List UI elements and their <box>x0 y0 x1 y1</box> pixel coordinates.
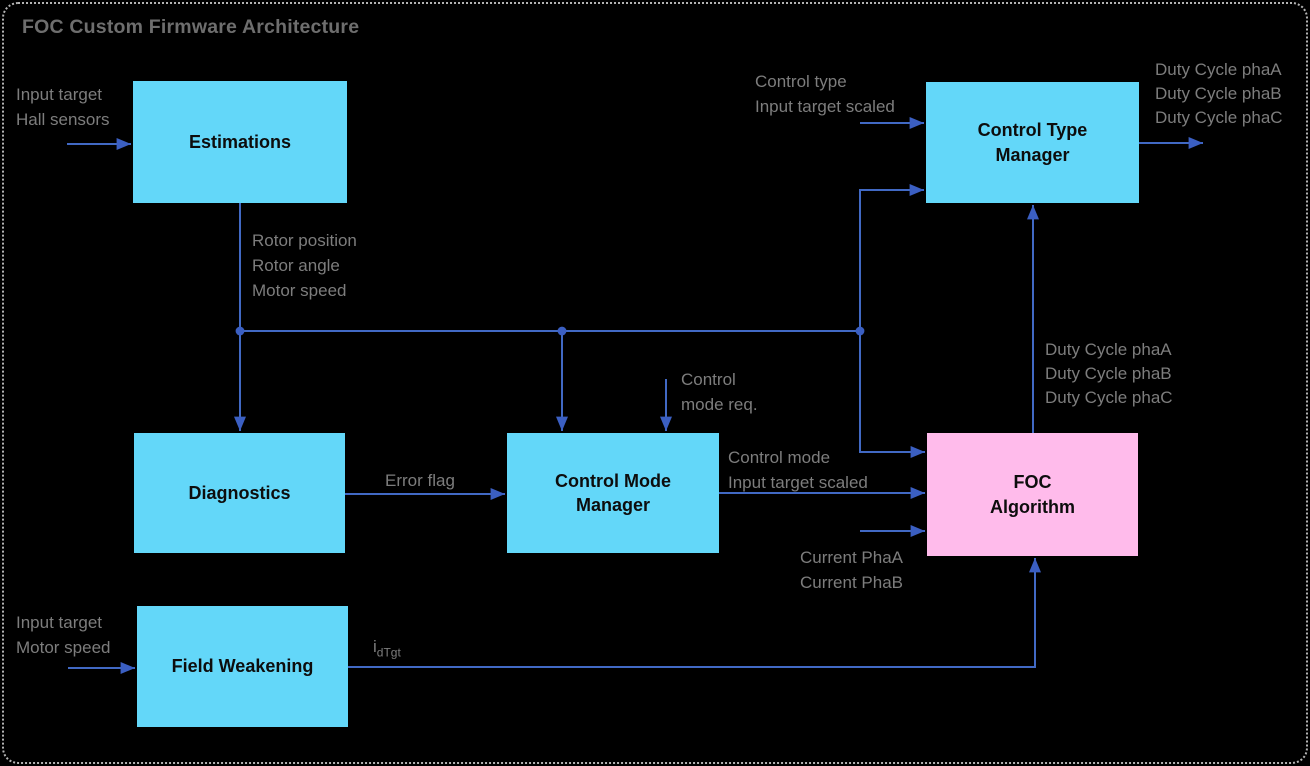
label-idtgt: idTgt <box>373 634 401 665</box>
label-rotor-outputs: Rotor position Rotor angle Motor speed <box>252 228 357 303</box>
label-line: Rotor position <box>252 231 357 250</box>
label-idtgt-base: i <box>373 637 377 656</box>
label-line: Duty Cycle phaB <box>1155 84 1282 103</box>
page-title: FOC Custom Firmware Architecture <box>22 16 360 38</box>
label-duty-cycle-internal: Duty Cycle phaA Duty Cycle phaB Duty Cyc… <box>1045 338 1173 410</box>
label-line: Motor speed <box>16 638 111 657</box>
arrow-idtgt-to-foc <box>348 557 1041 668</box>
label-line: Duty Cycle phaC <box>1045 388 1173 407</box>
block-field-weakening: Field Weakening <box>137 606 348 727</box>
label-line: Duty Cycle phaA <box>1155 60 1282 79</box>
bus-junction-dot <box>557 326 567 336</box>
label-line: Duty Cycle phaC <box>1155 108 1283 127</box>
label-duty-cycle-outputs: Duty Cycle phaA Duty Cycle phaB Duty Cyc… <box>1155 58 1283 130</box>
label-idtgt-sub: dTgt <box>376 645 401 660</box>
label-line: Control <box>681 370 736 389</box>
label-line: Rotor angle <box>252 256 340 275</box>
label-control-mode-request: Control mode req. <box>681 367 758 417</box>
label-line: mode req. <box>681 395 758 414</box>
label-error-flag: Error flag <box>385 471 455 490</box>
label-field-weakening-inputs: Input target Motor speed <box>16 610 111 660</box>
bus-junction-dot <box>235 326 245 336</box>
label-line: Motor speed <box>252 281 347 300</box>
arrow-bus-to-control-type-manager <box>859 184 925 331</box>
label-control-mode-outputs: Control mode Input target scaled <box>728 445 868 495</box>
label-line: Control type <box>755 72 847 91</box>
label-line: Duty Cycle phaB <box>1045 364 1172 383</box>
arrow-bus-to-foc-algorithm <box>859 331 926 458</box>
label-control-type-inputs: Control type Input target scaled <box>755 69 895 119</box>
label-current-inputs: Current PhaA Current PhaB <box>800 545 903 595</box>
block-diagnostics: Diagnostics <box>134 433 345 553</box>
label-line: Hall sensors <box>16 110 110 129</box>
block-control-type-manager: Control Type Manager <box>926 82 1139 203</box>
block-estimations: Estimations <box>133 81 347 203</box>
label-line: Input target <box>16 85 103 104</box>
bus-junction-dot <box>855 326 865 336</box>
label-line: Duty Cycle phaA <box>1045 340 1172 359</box>
label-line: Input target scaled <box>755 97 895 116</box>
label-line: Input target <box>16 613 103 632</box>
block-control-mode-manager: Control Mode Manager <box>507 433 719 553</box>
label-line: Control mode <box>728 448 831 467</box>
label-estimations-inputs: Input target Hall sensors <box>16 82 110 132</box>
block-foc-algorithm: FOC Algorithm <box>927 433 1138 556</box>
label-line: Current PhaA <box>800 548 903 567</box>
label-line: Input target scaled <box>728 473 868 492</box>
label-line: Current PhaB <box>800 573 903 592</box>
